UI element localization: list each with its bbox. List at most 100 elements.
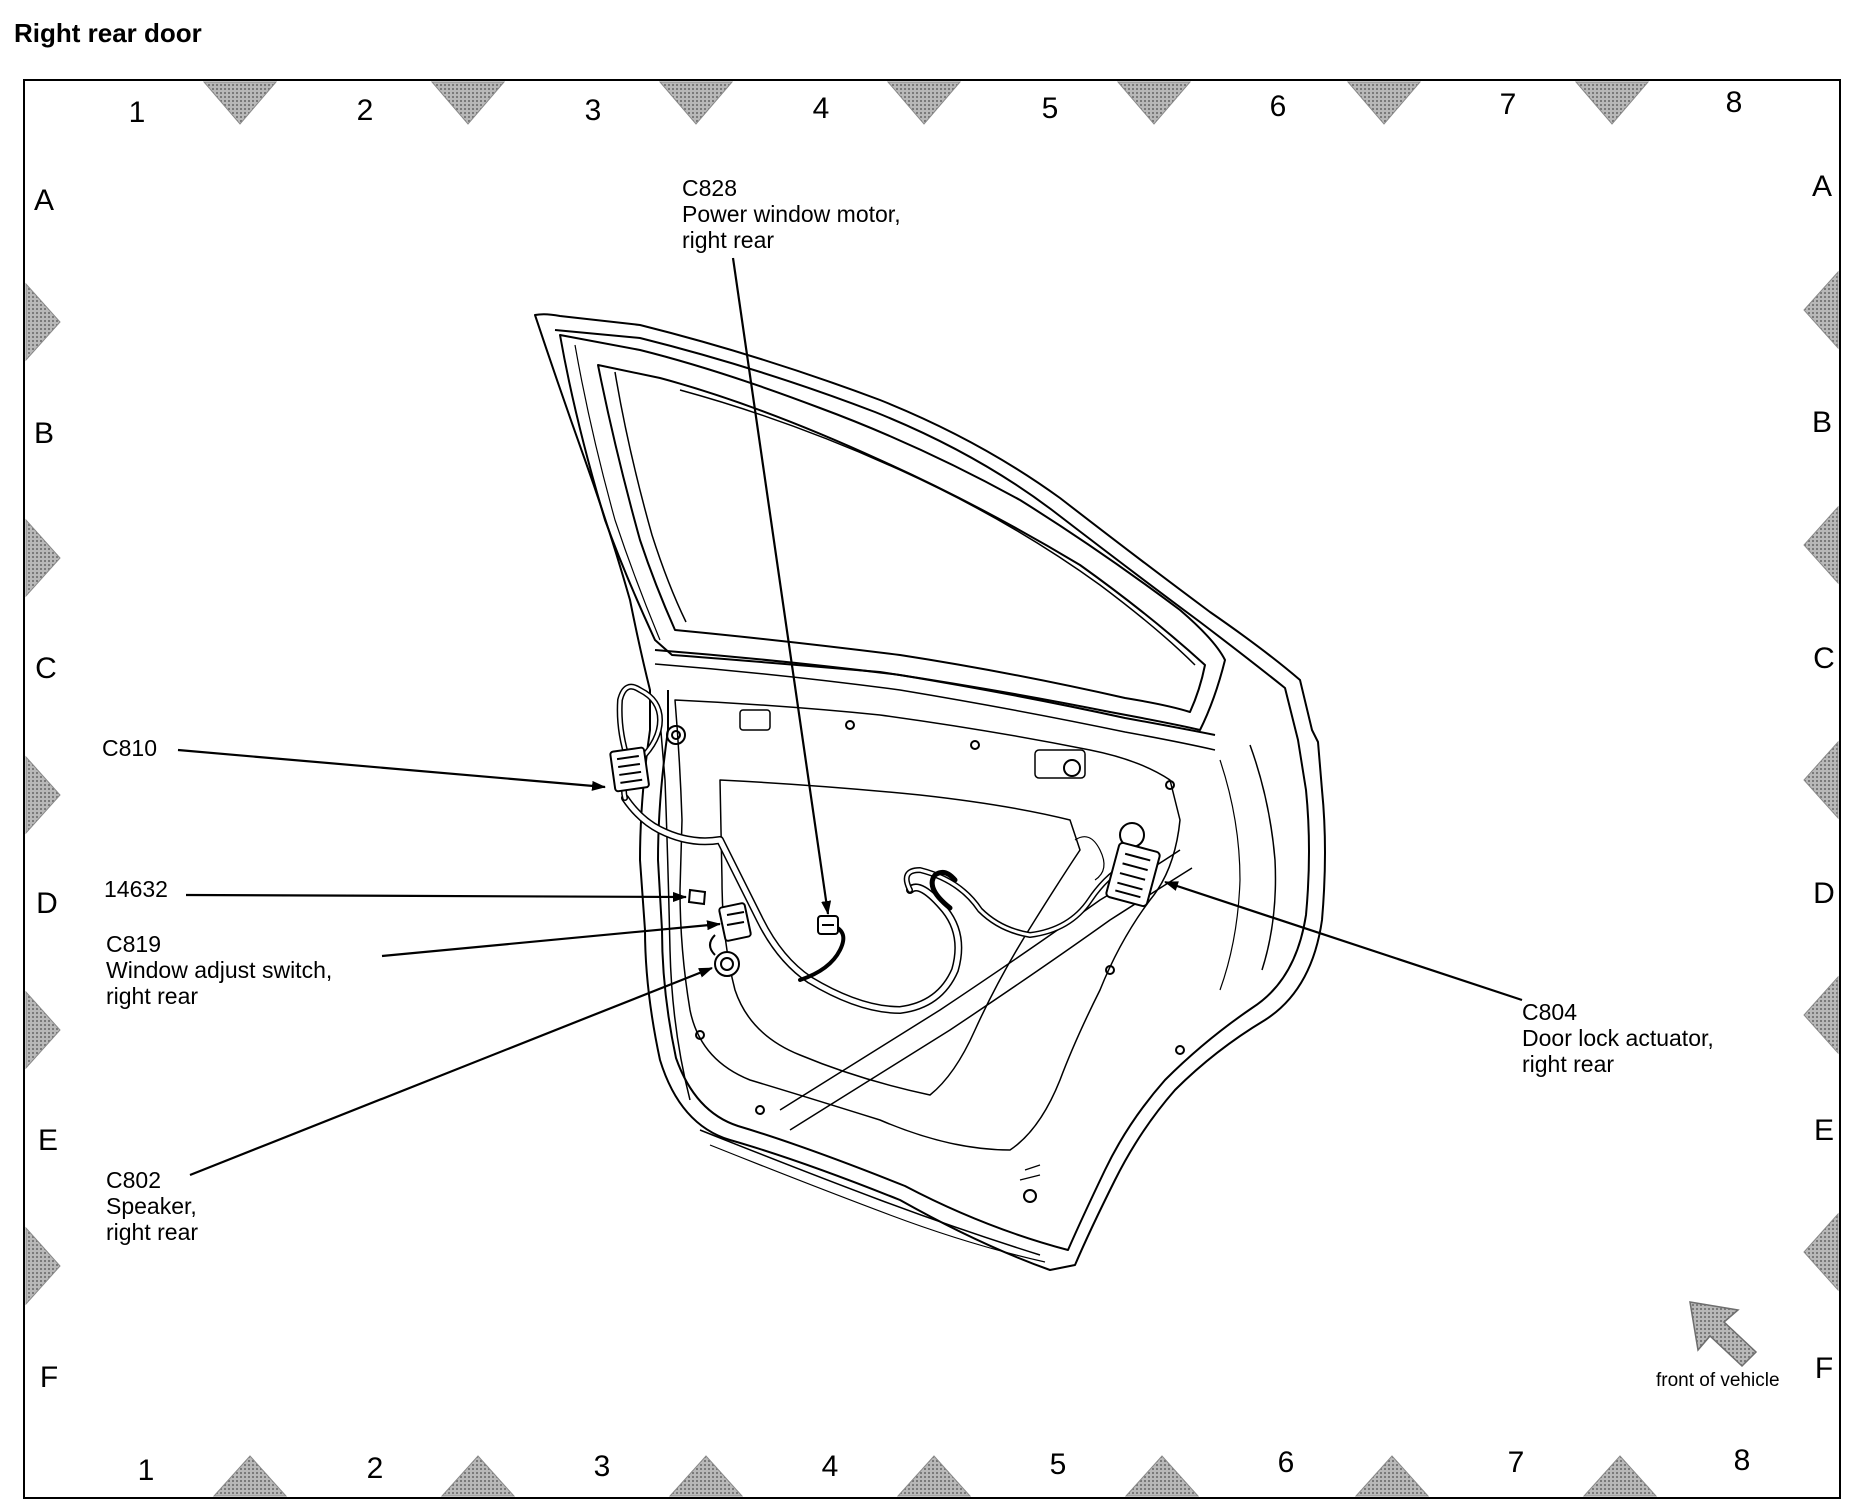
grid-col-3-top: 3	[585, 94, 602, 127]
grid-row-D-left: D	[36, 887, 58, 920]
grid-marker-right-5	[1803, 1212, 1839, 1292]
grid-row-D-right: D	[1813, 877, 1835, 910]
grid-col-1-top: 1	[129, 96, 146, 129]
door-inner-outline	[554, 329, 1310, 1251]
grid-columns-top: 1 2 3 4 5 6 7 8	[129, 86, 1743, 129]
grid-marker-top-7	[1574, 81, 1650, 125]
grid-marker-left-4	[25, 990, 61, 1070]
callout-c802-line-1: Speaker,	[106, 1193, 197, 1219]
grid-col-6-top: 6	[1270, 90, 1287, 123]
leader-c810	[177, 748, 606, 791]
grid-col-4-top: 4	[813, 92, 830, 125]
grid-col-7-bottom: 7	[1508, 1446, 1525, 1479]
grid-marker-bottom-4	[896, 1455, 972, 1497]
leader-c802	[189, 966, 713, 1177]
grid-col-6-bottom: 6	[1278, 1446, 1295, 1479]
grid-marker-top-6	[1346, 81, 1422, 125]
grid-col-8-bottom: 8	[1734, 1444, 1751, 1477]
grid-col-5-bottom: 5	[1050, 1448, 1067, 1481]
grid-row-C-left: C	[35, 652, 57, 685]
leader-14632	[185, 891, 687, 902]
leader-c828	[731, 257, 832, 915]
grid-marker-bottom-6	[1354, 1455, 1430, 1497]
leader-lines	[177, 257, 1523, 1177]
belt-line	[654, 649, 1216, 736]
leader-c804	[1164, 880, 1523, 1002]
grid-col-4-bottom: 4	[822, 1450, 839, 1483]
connector-14632-body	[687, 888, 707, 906]
grid-row-A-left: A	[34, 184, 54, 217]
grid-col-1-bottom: 1	[138, 1454, 155, 1487]
callout-c810: C810	[102, 735, 157, 761]
connector-c802-body	[709, 934, 740, 977]
door-outer-outline	[534, 313, 1326, 1271]
leader-c819	[381, 920, 721, 958]
lower-sill	[699, 1129, 1041, 1256]
grid-row-A-right: A	[1812, 170, 1832, 203]
connector-c819-body	[718, 902, 752, 942]
callout-14632: 14632	[104, 876, 168, 902]
grid-col-2-bottom: 2	[367, 1452, 384, 1485]
callout-c819: C819 Window adjust switch, right rear	[106, 931, 332, 1009]
grid-row-F-right: F	[1815, 1352, 1833, 1385]
callout-c804-id: C804	[1522, 999, 1577, 1025]
callout-c802-id: C802	[106, 1167, 161, 1193]
connector-c804-body	[1105, 841, 1161, 908]
grid-marker-top-4	[886, 81, 962, 125]
callout-c819-line-1: Window adjust switch,	[106, 957, 332, 983]
grid-marker-top-5	[1116, 81, 1192, 125]
inner-panel	[674, 699, 1181, 1151]
callout-14632-id: 14632	[104, 876, 168, 902]
callout-c802-line-2: right rear	[106, 1219, 198, 1245]
grid-marker-top-1	[202, 81, 278, 125]
callout-c819-id: C819	[106, 931, 161, 957]
grid-marker-left-2	[25, 518, 61, 598]
callout-c804: C804 Door lock actuator, right rear	[1522, 999, 1714, 1077]
grid-col-2-top: 2	[357, 94, 374, 127]
door-illustration	[534, 313, 1326, 1271]
grid-marker-left-3	[25, 755, 61, 835]
callout-c819-line-2: right rear	[106, 983, 198, 1009]
grid-row-F-left: F	[40, 1361, 58, 1394]
wiring-harness	[616, 683, 1143, 1014]
grid-markers	[25, 81, 1839, 1497]
grid-marker-left-5	[25, 1226, 61, 1306]
front-of-vehicle-label: front of vehicle	[1656, 1370, 1780, 1391]
harness-to-c828	[798, 923, 846, 982]
grid-col-7-top: 7	[1500, 88, 1517, 121]
window-frame-outer	[559, 334, 1226, 731]
grid-marker-left-1	[25, 282, 61, 362]
callout-c828-line-2: right rear	[682, 227, 774, 253]
callout-c804-line-1: Door lock actuator,	[1522, 1025, 1714, 1051]
grid-columns-bottom: 1 2 3 4 5 6 7 8	[138, 1444, 1751, 1487]
callout-c804-line-2: right rear	[1522, 1051, 1614, 1077]
callout-c828-id: C828	[682, 175, 737, 201]
diagram-frame	[23, 79, 1841, 1499]
callout-c810-id: C810	[102, 735, 157, 761]
grid-row-E-left: E	[38, 1124, 58, 1157]
grid-row-B-right: B	[1812, 406, 1832, 439]
grid-row-C-right: C	[1813, 642, 1835, 675]
inner-cutout	[719, 779, 1081, 1096]
connector-c810-body	[609, 746, 650, 793]
connectors	[609, 746, 1161, 977]
connector-c828-body	[817, 915, 839, 935]
grid-row-B-left: B	[34, 417, 54, 450]
grid-rows-left: A B C D E F	[34, 184, 58, 1394]
grid-marker-bottom-3	[668, 1455, 744, 1497]
arrow-up-left-icon	[1689, 1301, 1758, 1368]
harness-main	[621, 794, 963, 1014]
grid-marker-top-3	[658, 81, 734, 125]
grid-marker-right-1	[1803, 270, 1839, 350]
grid-marker-right-2	[1803, 505, 1839, 585]
orientation-indicator: front of vehicle	[1656, 1301, 1780, 1391]
grid-marker-bottom-2	[440, 1455, 516, 1497]
grid-col-5-top: 5	[1042, 92, 1059, 125]
callout-c828: C828 Power window motor, right rear	[682, 175, 901, 253]
grid-marker-right-4	[1803, 975, 1839, 1055]
page-title: Right rear door	[14, 18, 202, 48]
grid-marker-top-2	[430, 81, 506, 125]
grid-marker-right-3	[1803, 740, 1839, 820]
callout-c828-line-1: Power window motor,	[682, 201, 901, 227]
grid-marker-bottom-1	[212, 1455, 288, 1497]
